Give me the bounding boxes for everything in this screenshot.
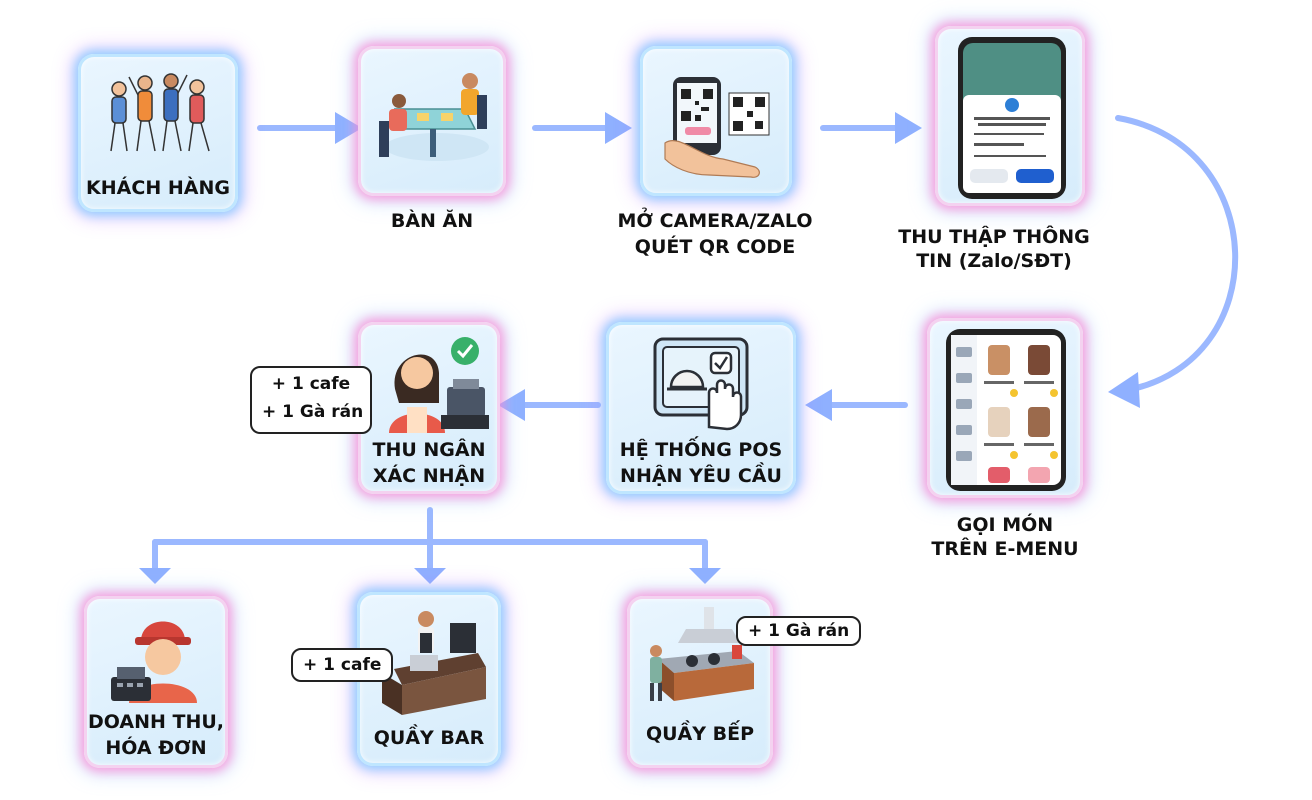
cashier-order-tag: + 1 cafe + 1 Gà rán (250, 366, 372, 434)
pos-terminal-icon (653, 337, 749, 431)
collect-label-line1: THU THẬP THÔNG (898, 226, 1090, 248)
phone-form-icon (958, 37, 1066, 199)
order-node (927, 318, 1083, 498)
scan-label-line2: QUÉT QR CODE (634, 236, 796, 258)
revenue-node: DOANH THU, HÓA ĐƠN (84, 596, 228, 768)
bar-counter-icon (382, 611, 486, 715)
scan-label-line1: MỞ CAMERA/ZALO (617, 210, 813, 232)
bar-label: QUẦY BAR (373, 727, 485, 749)
kitchen-icon (650, 607, 754, 701)
arrow-collect-to-order (1115, 115, 1239, 393)
table-label: BÀN ĂN (390, 210, 474, 232)
customer-label: KHÁCH HÀNG (86, 177, 230, 199)
collect-node (935, 26, 1085, 206)
revenue-label-line1: DOANH THU, (87, 711, 225, 733)
cashier-label-line1: THU NGÂN (372, 439, 486, 461)
people-icon (110, 73, 210, 152)
cashier-order-line2: + 1 Gà rán (262, 402, 364, 422)
pos-node: HỆ THỐNG POS NHẬN YÊU CẦU (606, 322, 796, 494)
pos-label-line2: NHẬN YÊU CẦU (620, 465, 782, 487)
bar-order-tag: + 1 cafe (291, 648, 394, 682)
order-label-line1: GỌI MÓN (956, 514, 1054, 536)
menu-phone-icon (946, 329, 1066, 491)
kitchen-label: QUẦY BẾP (645, 723, 755, 745)
table-node (358, 46, 506, 196)
collect-label-line2: TIN (Zalo/SĐT) (916, 250, 1072, 272)
dining-table-icon (379, 73, 489, 161)
qr-scan-icon (664, 77, 770, 178)
pos-label-line1: HỆ THỐNG POS (619, 439, 783, 461)
invoice-icon (111, 621, 197, 703)
cashier-node: THU NGÂN XÁC NHẬN (358, 322, 500, 494)
cashier-order-line1: + 1 cafe (271, 374, 351, 394)
kitchen-order-tag: + 1 Gà rán (736, 616, 862, 646)
cashier-icon (389, 337, 489, 433)
scan-node (640, 46, 792, 196)
order-label-line2: TRÊN E-MENU (931, 538, 1079, 560)
revenue-label-line2: HÓA ĐƠN (105, 737, 207, 759)
cashier-label-line2: XÁC NHẬN (372, 465, 486, 487)
customer-node: KHÁCH HÀNG (78, 54, 238, 212)
